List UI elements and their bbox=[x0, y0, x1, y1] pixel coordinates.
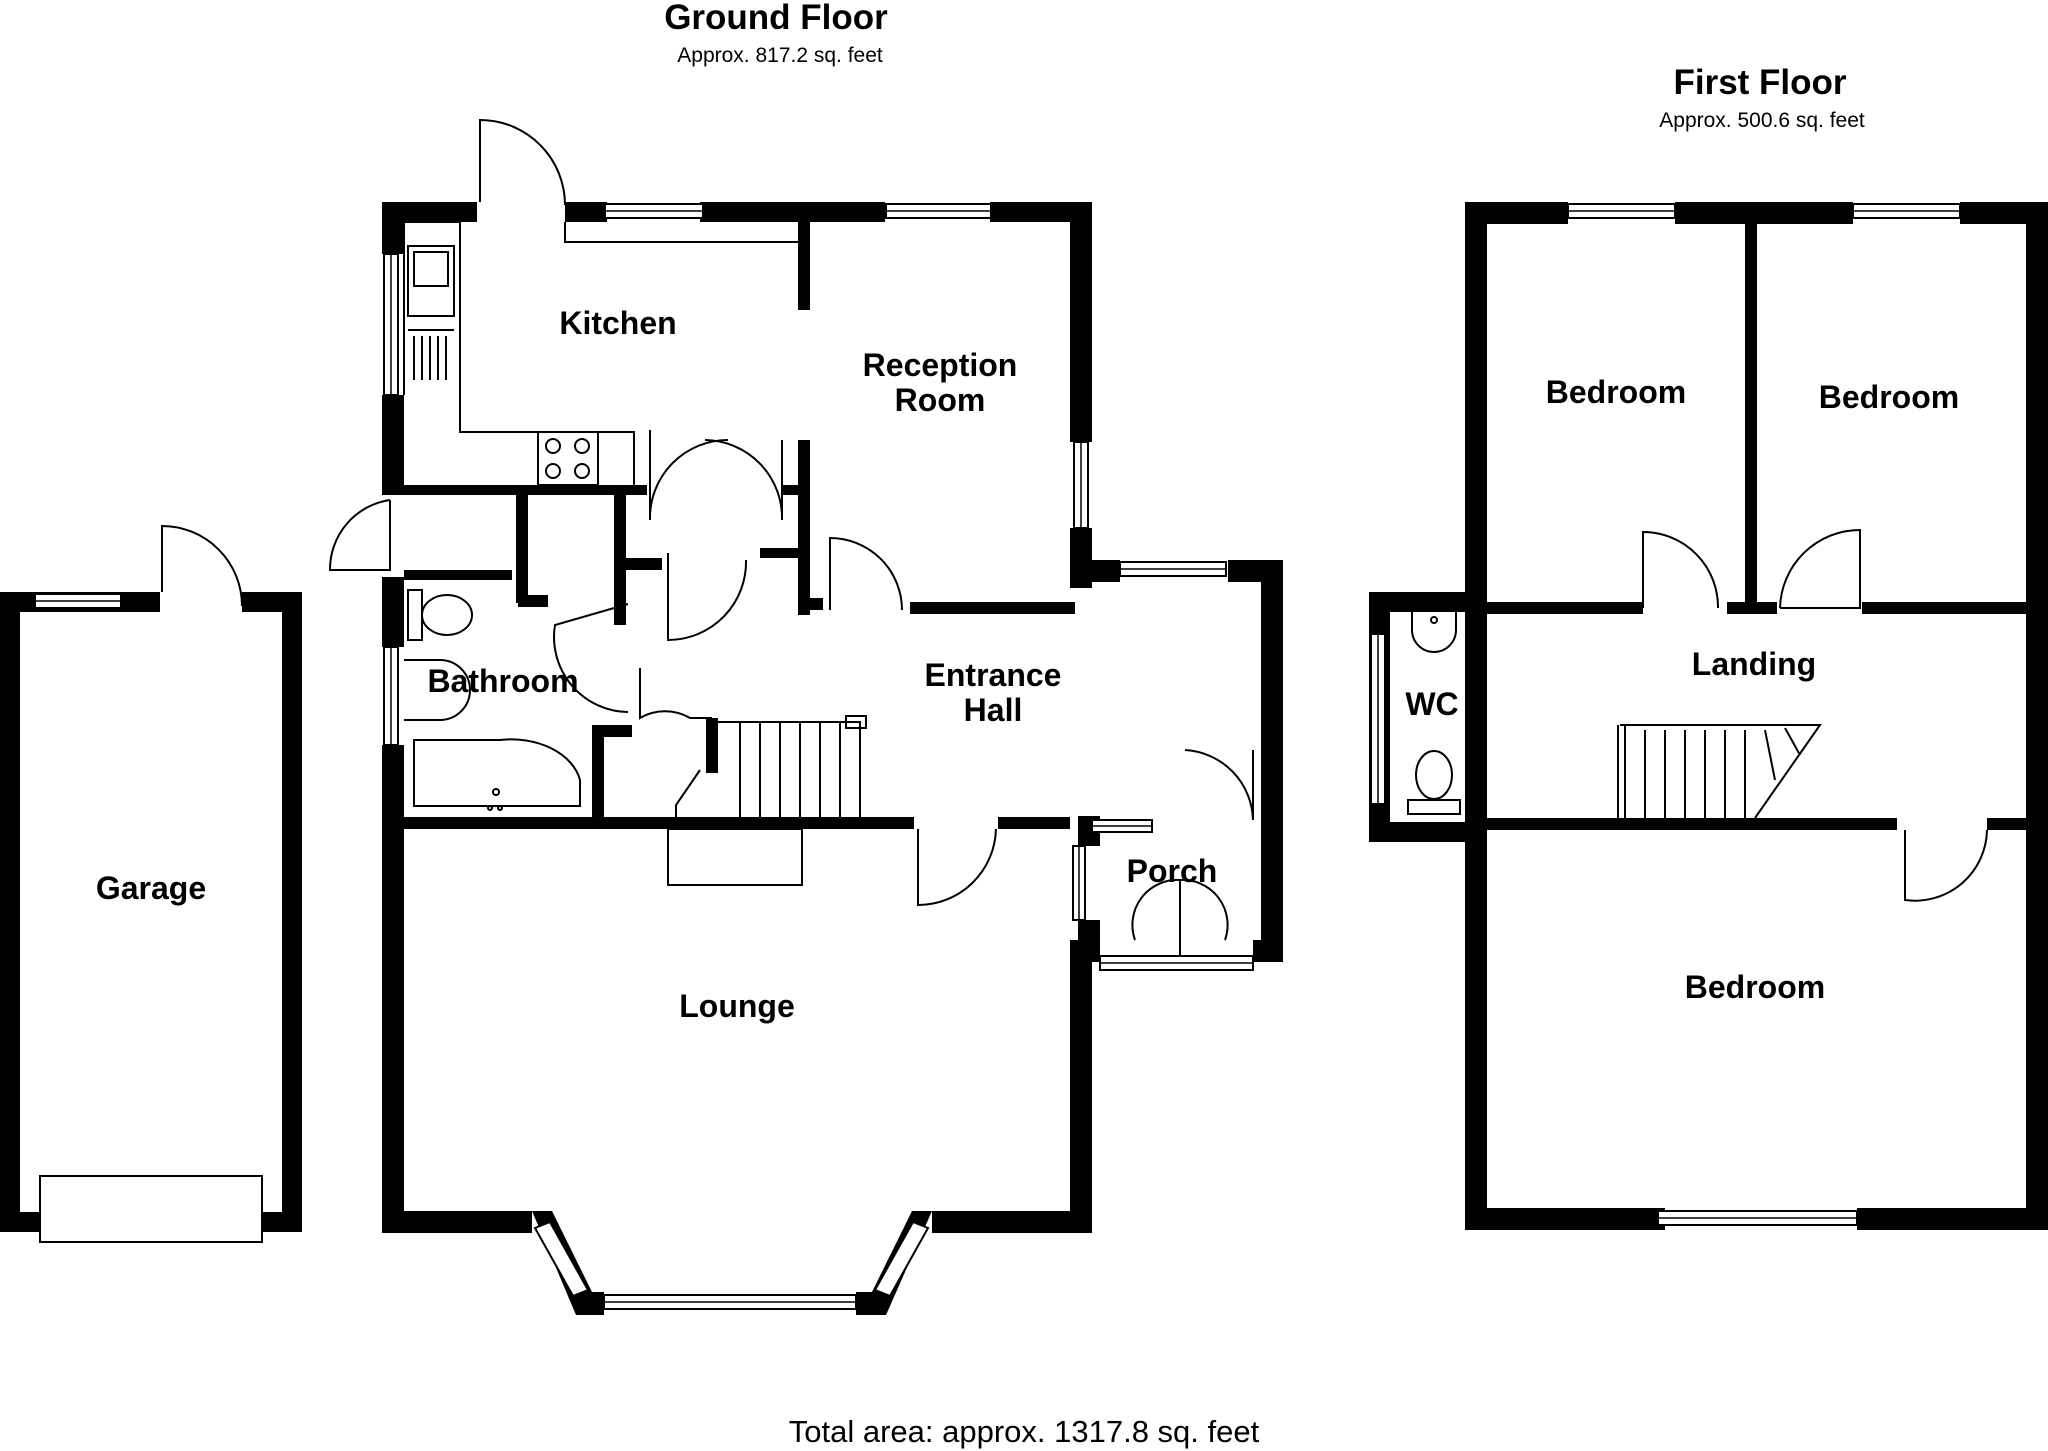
garage bbox=[0, 524, 302, 1243]
wc-toilet bbox=[1415, 750, 1453, 800]
bathroom-label: Bathroom bbox=[427, 663, 578, 699]
ground-floor-fixtures bbox=[403, 221, 867, 886]
hob bbox=[537, 431, 599, 486]
toilet bbox=[407, 589, 423, 641]
wc-label: WC bbox=[1405, 686, 1458, 722]
basin bbox=[404, 659, 471, 721]
first-floor-walls bbox=[1369, 202, 2048, 1230]
kitchen-label: Kitchen bbox=[559, 305, 676, 341]
entrance-hall-label-1: Entrance bbox=[925, 657, 1062, 693]
bedroom-main-label: Bedroom bbox=[1685, 969, 1825, 1005]
reception-room-label-2: Room bbox=[895, 382, 986, 418]
first-floor-area: Approx. 500.6 sq. feet bbox=[1659, 109, 1865, 132]
ground-floor-windows bbox=[383, 203, 1254, 971]
entrance-hall-label-2: Hall bbox=[964, 692, 1023, 728]
landing-label: Landing bbox=[1692, 646, 1816, 682]
bedroom-left-label: Bedroom bbox=[1546, 374, 1686, 410]
first-floor-title: First Floor bbox=[1673, 63, 1846, 102]
garage-door bbox=[39, 1175, 263, 1243]
kitchen-back-door bbox=[479, 118, 566, 206]
first-floor-doors bbox=[1642, 528, 1988, 902]
side-door bbox=[328, 499, 391, 571]
lounge-bay-window bbox=[532, 1211, 932, 1315]
reception-room-label-1: Reception bbox=[863, 347, 1018, 383]
first-floor-windows bbox=[1370, 203, 1961, 1226]
garage-label: Garage bbox=[96, 870, 206, 906]
ground-floor-title: Ground Floor bbox=[664, 0, 888, 37]
bath bbox=[413, 738, 581, 807]
total-area: Total area: approx. 1317.8 sq. feet bbox=[789, 1414, 1260, 1449]
porch-label: Porch bbox=[1127, 853, 1218, 889]
ground-floor-area: Approx. 817.2 sq. feet bbox=[677, 44, 883, 67]
lounge-label: Lounge bbox=[679, 988, 795, 1024]
garage-side-door bbox=[161, 524, 243, 607]
ground-floor-doors bbox=[328, 118, 1254, 955]
sink bbox=[407, 245, 455, 317]
ground-floor-walls bbox=[382, 202, 1283, 1233]
bedroom-right-label: Bedroom bbox=[1819, 379, 1959, 415]
wc-basin bbox=[1411, 612, 1457, 653]
first-floor-fixtures bbox=[1407, 612, 1822, 819]
